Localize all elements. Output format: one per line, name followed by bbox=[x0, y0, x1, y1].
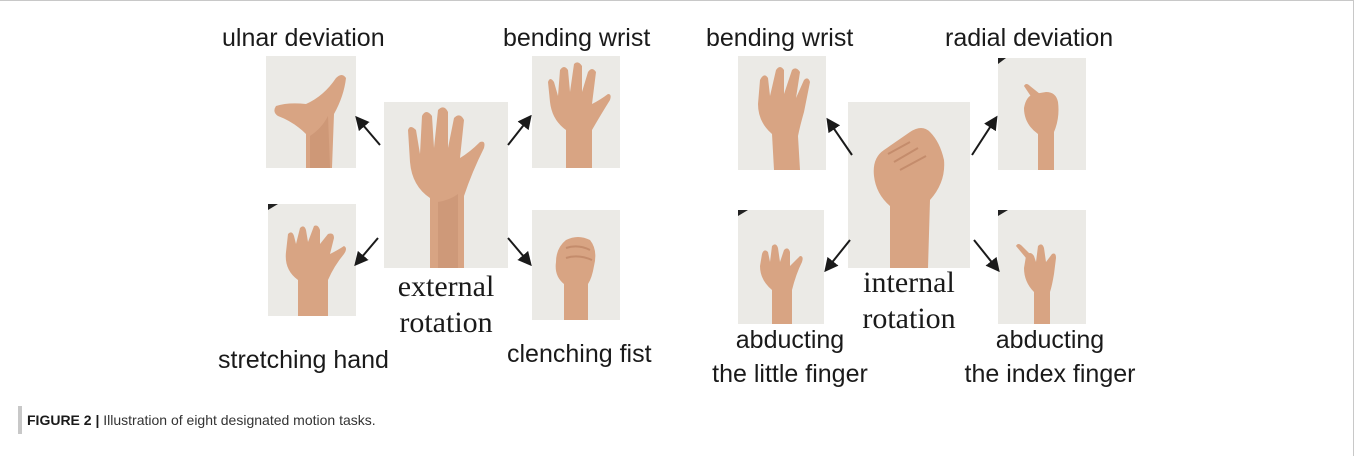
arrow-to-radial-deviation bbox=[972, 118, 996, 155]
label-external-rotation-line2: rotation bbox=[384, 306, 508, 340]
arrow-to-clenching-fist bbox=[508, 238, 530, 264]
label-abducting-index-line1: abducting bbox=[958, 326, 1142, 354]
label-external-rotation-line1: external bbox=[388, 270, 504, 304]
label-stretching-hand: stretching hand bbox=[218, 346, 389, 374]
figure-label: FIGURE 2 | bbox=[27, 412, 99, 428]
label-bending-wrist-right: bending wrist bbox=[706, 24, 853, 52]
label-abducting-index-line2: the index finger bbox=[958, 360, 1142, 388]
label-radial-deviation: radial deviation bbox=[945, 24, 1113, 52]
label-clenching-fist: clenching fist bbox=[507, 340, 652, 368]
label-internal-rotation-line1: internal bbox=[850, 266, 968, 300]
arrow-to-stretching-hand bbox=[356, 238, 378, 264]
arrow-to-abducting-little-finger bbox=[826, 240, 850, 270]
label-ulnar-deviation: ulnar deviation bbox=[222, 24, 385, 52]
arrow-to-bending-wrist-left bbox=[508, 117, 530, 145]
arrow-to-abducting-index-finger bbox=[974, 240, 998, 270]
arrow-to-bending-wrist-right bbox=[828, 120, 852, 155]
label-bending-wrist-left: bending wrist bbox=[503, 24, 650, 52]
caption-rule bbox=[18, 406, 22, 434]
label-abducting-little-line2: the little finger bbox=[697, 360, 883, 388]
figure-caption-text: Illustration of eight designated motion … bbox=[99, 412, 375, 428]
arrow-to-ulnar-deviation bbox=[357, 118, 380, 145]
figure-caption: FIGURE 2 | Illustration of eight designa… bbox=[27, 412, 376, 428]
label-abducting-little-line1: abducting bbox=[697, 326, 883, 354]
